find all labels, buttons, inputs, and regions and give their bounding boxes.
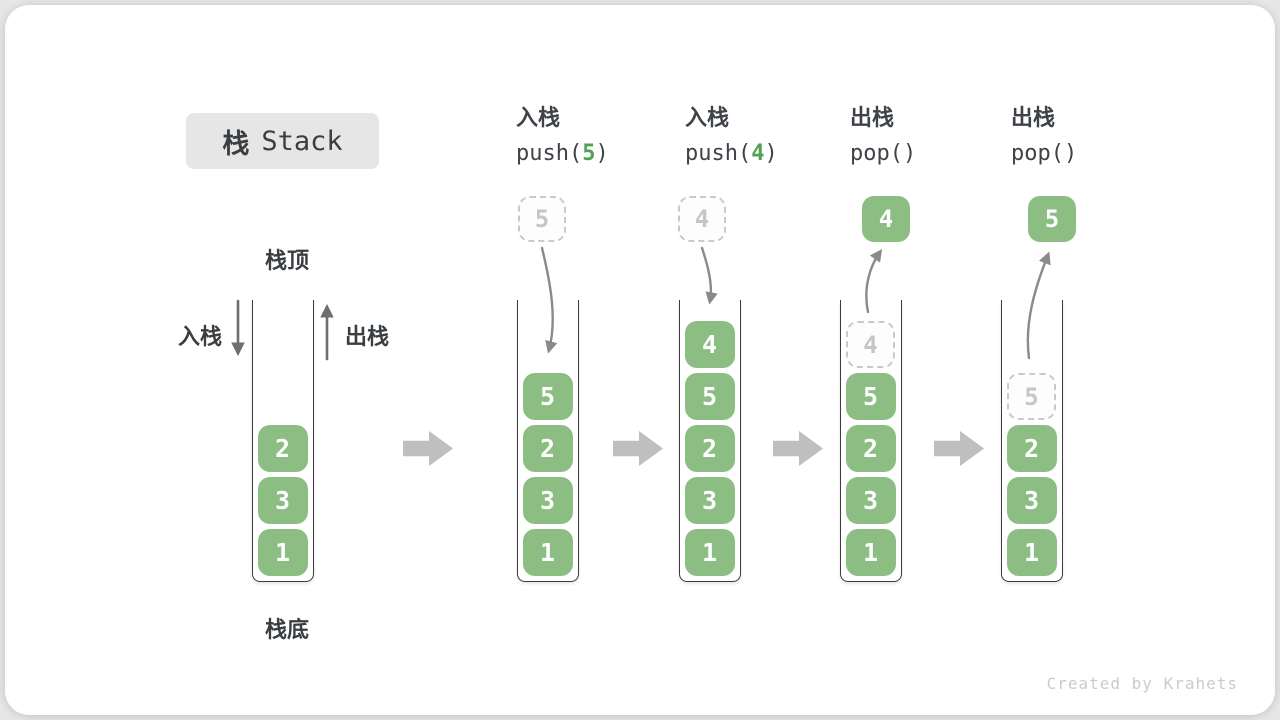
code-post: ) [902,141,917,167]
stack-bottom-label: 栈底 [264,618,309,643]
op-header-pop-2: 出栈 pop() [1011,106,1077,168]
step-arrow-icon [403,431,453,466]
op-header-pop-1: 出栈 pop() [850,106,916,168]
code-arg: 4 [751,141,765,167]
stack-container-1: 2 3 1 [252,300,314,582]
popped-value-box: 5 [1028,196,1076,242]
stack-block: 1 [522,529,573,576]
step-arrow-icon [773,431,823,466]
push-label: 入栈 [178,325,223,350]
code-post: ) [1063,141,1078,167]
stack-block: 3 [845,477,896,524]
op-code: push(5) [516,141,609,167]
op-title: 出栈 [1011,106,1056,131]
step-arrow-icon [613,431,663,466]
stack-container-4: 4 5 2 3 1 [840,300,902,582]
stack-block: 3 [1006,477,1057,524]
stack-block: 3 [522,477,573,524]
stack-block: 2 [684,425,735,472]
stack-container-3: 4 5 2 3 1 [679,300,741,582]
stack-block: 5 [845,373,896,420]
stack-block: 1 [684,529,735,576]
popped-value-box: 4 [862,196,910,242]
ghost-block: 5 [1007,373,1056,420]
code-post: ) [595,141,609,167]
stack-block: 2 [845,425,896,472]
stack-container-2: 5 2 3 1 [517,300,579,582]
op-header-push-4: 入栈 push(4) [685,106,778,168]
op-title: 出栈 [850,106,895,131]
op-title: 入栈 [516,106,561,131]
code-post: ) [764,141,778,167]
code-arg: 5 [582,141,596,167]
stack-block: 2 [257,425,308,472]
title-badge-zh: 栈 [222,128,250,160]
stack-block: 1 [845,529,896,576]
stack-block: 4 [684,321,735,368]
title-badge: 栈 Stack [186,113,379,169]
code-pre: push( [685,141,752,167]
stack-container-5: 5 2 3 1 [1001,300,1063,582]
op-header-push-5: 入栈 push(5) [516,106,609,168]
code-pre: push( [516,141,583,167]
code-pre: pop( [1011,141,1064,167]
op-code: pop() [1011,141,1077,167]
pop-label: 出栈 [345,325,390,350]
title-badge-en: Stack [261,125,343,157]
incoming-value-box: 4 [678,196,726,242]
op-code: push(4) [685,141,778,167]
ghost-block: 4 [846,321,895,368]
stack-block: 2 [522,425,573,472]
op-title: 入栈 [685,106,730,131]
stack-block: 5 [522,373,573,420]
op-code: pop() [850,141,916,167]
stack-block: 1 [1006,529,1057,576]
stack-block: 3 [684,477,735,524]
stack-block: 5 [684,373,735,420]
stack-block: 1 [257,529,308,576]
watermark: Created by Krahets [1046,674,1238,693]
push-4-curved-arrow-icon [700,246,718,305]
code-pre: pop( [850,141,903,167]
stack-top-label: 栈顶 [264,249,309,274]
stack-block: 2 [1006,425,1057,472]
stack-block: 3 [257,477,308,524]
incoming-value-box: 5 [518,196,566,242]
step-arrow-icon [934,431,984,466]
